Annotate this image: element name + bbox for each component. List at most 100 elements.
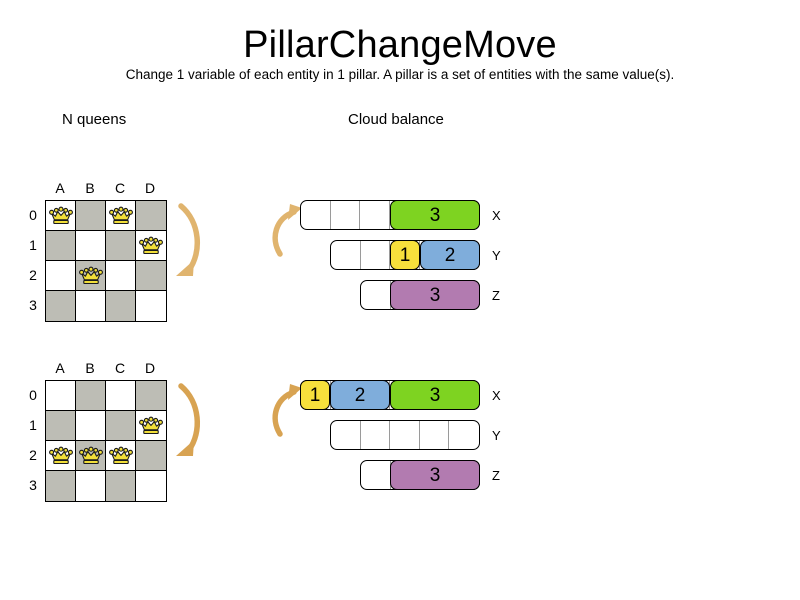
board-cell-C0[interactable] (106, 201, 136, 231)
queen-icon (139, 236, 163, 254)
board-column-label-B: B (85, 180, 95, 196)
board-cell-B3[interactable] (76, 291, 106, 321)
cloud-bar-z: 3 (360, 280, 480, 310)
transition-arrow-cloud-top (268, 198, 310, 260)
board-cell-A2[interactable] (46, 261, 76, 291)
page-title: PillarChangeMove (243, 24, 557, 66)
cloud-process-block-3[interactable]: 3 (390, 380, 480, 410)
board-cell-D0[interactable] (136, 201, 166, 231)
cloud-bar-unit-cell (331, 421, 361, 449)
cloud-bar-unit-cell (420, 421, 450, 449)
board-column-label-D: D (144, 180, 156, 196)
cloud-process-block-3[interactable]: 3 (390, 280, 480, 310)
queen-icon (78, 266, 103, 284)
board-row-label-0: 0 (29, 387, 37, 403)
board-cell-B2[interactable] (76, 441, 106, 471)
cloud-bar-unit-cell (331, 241, 361, 269)
cloud-bar-unit-cell (361, 281, 391, 309)
page-subtitle: Change 1 variable of each entity in 1 pi… (125, 67, 675, 82)
board-cell-C1[interactable] (106, 411, 136, 441)
board-cell-B3[interactable] (76, 471, 106, 501)
board-grid (45, 380, 167, 502)
board-cell-A3[interactable] (46, 291, 76, 321)
board-grid (45, 200, 167, 322)
chessboard-before: A B C D 0 1 2 3 (29, 181, 167, 322)
transition-arrow-nqueens-bottom (168, 376, 214, 468)
section-heading-cloud-balance: Cloud balance (348, 111, 444, 128)
board-row-label-3: 3 (29, 297, 37, 313)
cloud-computer-label-z: Z (492, 288, 500, 303)
board-row-label-3: 3 (29, 477, 37, 493)
board-cell-B1[interactable] (76, 411, 106, 441)
board-column-label-B: B (85, 360, 95, 376)
cloud-computer-label-x: X (492, 388, 501, 403)
cloud-bar-unit-cell (360, 201, 391, 229)
board-cell-D1[interactable] (136, 411, 166, 441)
queen-icon (108, 206, 133, 224)
cloud-bar-z: 3 (360, 460, 480, 490)
board-row-label-0: 0 (29, 207, 37, 223)
board-cell-D2[interactable] (136, 261, 166, 291)
cloud-bar-unit-cell (361, 421, 391, 449)
board-cell-B0[interactable] (76, 201, 106, 231)
cloud-bar-unit-cell (390, 421, 420, 449)
transition-arrow-cloud-bottom (268, 378, 310, 440)
cloud-process-block-1[interactable]: 1 (390, 240, 420, 270)
board-cell-A0[interactable] (46, 201, 76, 231)
cloud-process-block-1[interactable]: 1 (300, 380, 330, 410)
board-cell-C2[interactable] (106, 261, 136, 291)
cloud-process-block-3[interactable]: 3 (390, 200, 480, 230)
board-cell-A0[interactable] (46, 381, 76, 411)
queen-icon (108, 446, 133, 464)
cloud-bar-unit-cell (449, 421, 479, 449)
cloud-process-block-2[interactable]: 2 (420, 240, 480, 270)
board-cell-C0[interactable] (106, 381, 136, 411)
board-cell-D1[interactable] (136, 231, 166, 261)
board-cell-C3[interactable] (106, 471, 136, 501)
board-row-label-2: 2 (29, 447, 37, 463)
cloud-computer-label-x: X (492, 208, 501, 223)
board-cell-B1[interactable] (76, 231, 106, 261)
cloud-bar-y (330, 420, 480, 450)
queen-icon (139, 416, 163, 434)
board-cell-A1[interactable] (46, 411, 76, 441)
board-cell-A3[interactable] (46, 471, 76, 501)
cloud-bar-x: 3 (300, 200, 480, 230)
board-column-label-A: A (55, 180, 65, 196)
queen-icon (48, 206, 73, 224)
board-cell-D2[interactable] (136, 441, 166, 471)
board-row-label-2: 2 (29, 267, 37, 283)
board-cell-C3[interactable] (106, 291, 136, 321)
transition-arrow-nqueens-top (168, 196, 214, 288)
cloud-bar-unit-cell (331, 201, 361, 229)
board-row-label-1: 1 (29, 417, 37, 433)
board-cell-A2[interactable] (46, 441, 76, 471)
board-row-label-1: 1 (29, 237, 37, 253)
board-cell-D0[interactable] (136, 381, 166, 411)
cloud-bar-unit-cell (361, 461, 391, 489)
cloud-computer-label-z: Z (492, 468, 500, 483)
board-cell-A1[interactable] (46, 231, 76, 261)
board-column-label-C: C (114, 180, 126, 196)
queen-icon (48, 446, 73, 464)
cloud-bar-unit-cell (301, 201, 331, 229)
board-cell-C1[interactable] (106, 231, 136, 261)
board-column-label-A: A (55, 360, 65, 376)
board-cell-B2[interactable] (76, 261, 106, 291)
cloud-process-block-2[interactable]: 2 (330, 380, 390, 410)
section-heading-nqueens: N queens (62, 111, 127, 128)
cloud-bar-track (330, 420, 480, 450)
board-cell-C2[interactable] (106, 441, 136, 471)
board-cell-D3[interactable] (136, 291, 166, 321)
queen-icon (78, 446, 103, 464)
cloud-process-block-3[interactable]: 3 (390, 460, 480, 490)
board-cell-D3[interactable] (136, 471, 166, 501)
board-column-label-D: D (144, 360, 156, 376)
board-cell-B0[interactable] (76, 381, 106, 411)
board-column-label-C: C (114, 360, 126, 376)
chessboard-after: A B C D 0 1 2 3 (29, 361, 167, 502)
